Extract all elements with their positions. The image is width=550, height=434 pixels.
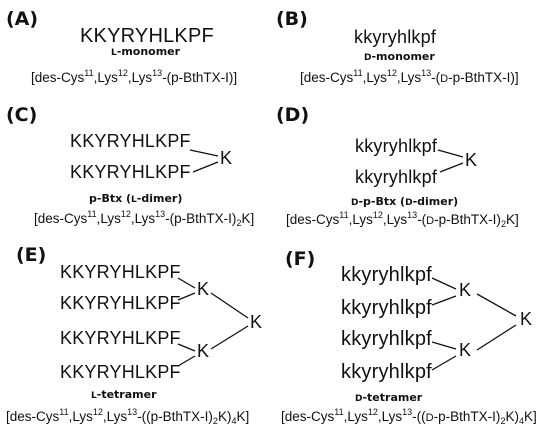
branch-line — [437, 149, 464, 158]
lysine-linker-f-upper: K — [459, 280, 472, 300]
sequence-a: KKYRYHLKPF — [80, 25, 214, 47]
panel-label-c: (C) — [6, 104, 38, 126]
panel-label-a: (A) — [6, 8, 39, 30]
branch-line — [177, 355, 196, 367]
branch-line — [476, 324, 517, 351]
sequence-f-4: kkyryhlkpf — [341, 361, 432, 383]
formula-e: [des-Cys11,Lys12,Lys13-((p-BthTX-I)2K)4K… — [6, 407, 250, 426]
molecule-name-d: D-p-Btx (D-dimer) — [351, 195, 459, 208]
formula-d: [des-Cys11,Lys12,Lys13-(D-p-BthTX-I)2K] — [286, 210, 519, 229]
branch-line — [177, 292, 196, 301]
branch-line — [439, 162, 464, 173]
sequence-f-1: kkyryhlkpf — [341, 264, 432, 286]
sequence-d-1: kkyryhlkpf — [355, 136, 438, 156]
branch-line — [431, 295, 457, 306]
sequence-e-1: KKYRYHLKPF — [60, 262, 181, 282]
sequence-e-2: KKYRYHLKPF — [60, 293, 181, 313]
branch-line — [192, 161, 219, 173]
sequence-f-2: kkyryhlkpf — [341, 297, 432, 319]
panel-label-f: (F) — [285, 248, 316, 270]
sequence-e-4: KKYRYHLKPF — [60, 362, 181, 382]
molecule-name-c: p-Btx (L-dimer) — [89, 192, 183, 205]
formula-f: [des-Cys11,Lys12,Lys13-((D-p-BthTX-I)2K)… — [281, 407, 537, 426]
molecule-name-f: D-tetramer — [355, 391, 423, 404]
branch-line — [431, 341, 457, 350]
molecule-name-b: D-monomer — [364, 50, 435, 63]
sequence-f-3: kkyryhlkpf — [341, 328, 432, 350]
molecule-name-a: L-monomer — [111, 45, 181, 58]
formula-b: [des-Cys11,Lys12,Lys13-(D-p-BthTX-I)] — [300, 68, 519, 86]
branch-line — [210, 325, 249, 350]
formula-c: [des-Cys11,Lys12,Lys13-(p-BthTX-I)2K] — [34, 209, 255, 228]
branch-line — [210, 292, 249, 319]
sequence-e-3: KKYRYHLKPF — [60, 328, 181, 348]
lysine-linker-e-lower: K — [197, 341, 210, 361]
branch-line — [177, 343, 196, 352]
panel-label-d: (D) — [276, 104, 310, 126]
panel-label-e: (E) — [16, 244, 47, 266]
lysine-linker-f-lower: K — [459, 340, 472, 360]
sequence-b: kkyryhlkpf — [354, 27, 437, 47]
sequence-c-1: KKYRYHLKPF — [70, 131, 191, 151]
sequence-d-2: kkyryhlkpf — [355, 167, 438, 187]
sequence-c-2: KKYRYHLKPF — [70, 162, 191, 182]
molecule-name-e: L-tetramer — [91, 388, 157, 401]
lysine-core-e: K — [250, 312, 263, 332]
branch-line — [189, 149, 219, 157]
branch-line — [431, 277, 457, 290]
lysine-core-f: K — [520, 309, 533, 329]
branch-line — [177, 277, 196, 289]
lysine-linker-c: K — [220, 148, 233, 168]
lysine-linker-e-upper: K — [197, 279, 210, 299]
branch-line — [431, 355, 457, 371]
lysine-linker-d: K — [465, 150, 478, 170]
panel-label-b: (B) — [276, 8, 308, 30]
branch-line — [476, 293, 517, 317]
formula-a: [des-Cys11,Lys12,Lys13-(p-BthTX-I)] — [31, 68, 238, 86]
